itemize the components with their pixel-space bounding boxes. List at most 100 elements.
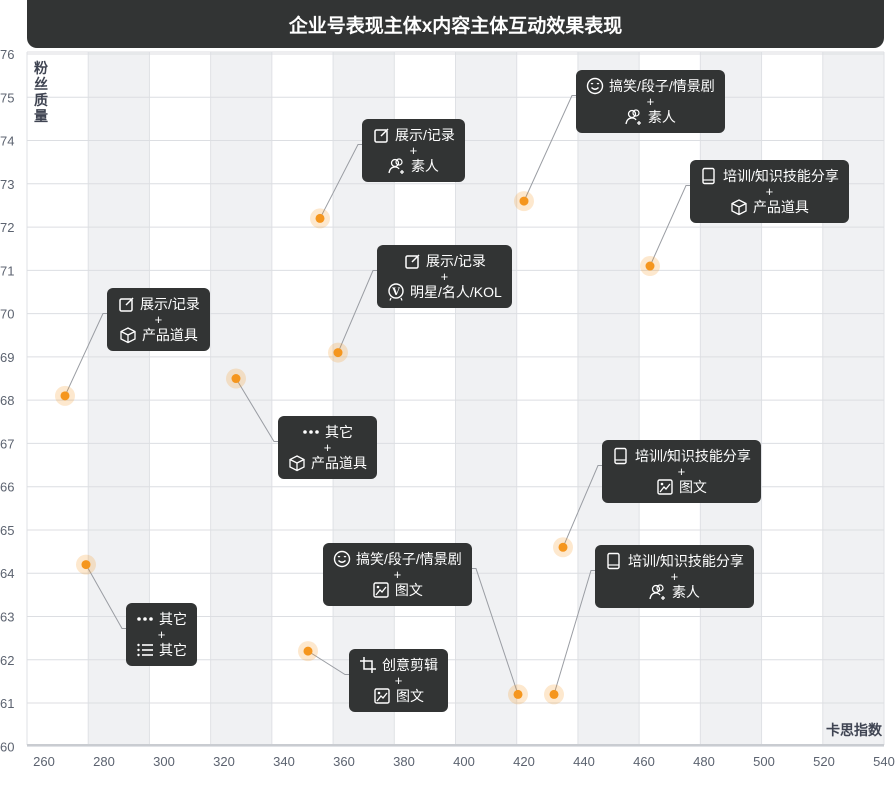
list-icon <box>137 643 153 657</box>
point-label: 培训/知识技能分享 + 素人 <box>595 545 754 608</box>
data-point[interactable] <box>549 689 559 699</box>
y-tick-label: 61 <box>0 696 14 711</box>
point-label: 其它 + 产品道具 <box>278 416 377 479</box>
user-plus-icon <box>649 584 665 600</box>
subject-type: 产品道具 <box>311 454 367 471</box>
leader-line <box>307 650 349 675</box>
plus-sign: + <box>646 94 655 109</box>
data-point[interactable] <box>231 374 241 384</box>
point-label: 创意剪辑 + 图文 <box>349 649 448 712</box>
data-point[interactable] <box>60 391 70 401</box>
x-axis-label: 卡思指数 <box>826 722 882 738</box>
leader-line <box>649 185 690 267</box>
point-label: 搞笑/段子/情景剧 + 素人 <box>576 70 725 133</box>
content-type: 培训/知识技能分享 <box>635 447 751 464</box>
data-point[interactable] <box>645 261 655 271</box>
box-icon <box>289 455 305 472</box>
image-icon <box>657 479 673 495</box>
plus-sign: + <box>440 269 449 284</box>
edit-icon <box>119 297 134 312</box>
grid-band <box>577 52 640 745</box>
x-tick-label: 300 <box>153 754 175 769</box>
content-type: 展示/记录 <box>425 252 486 269</box>
data-point[interactable] <box>519 196 529 206</box>
leader-line <box>562 465 602 548</box>
point-label: 展示/记录 + 产品道具 <box>107 288 210 351</box>
svg-text:V: V <box>391 287 400 298</box>
x-tick-label: 520 <box>813 754 835 769</box>
y-tick-label: 73 <box>0 177 14 192</box>
plus-sign: + <box>765 184 774 199</box>
y-tick-label: 66 <box>0 480 14 495</box>
plus-sign: + <box>393 567 402 582</box>
point-label: 培训/知识技能分享 + 图文 <box>602 440 761 503</box>
leader-line <box>553 570 595 695</box>
point-label: 展示/记录 + V 明星/名人/KOL <box>377 245 512 308</box>
leader-line <box>235 378 278 442</box>
x-tick-label: 260 <box>33 754 55 769</box>
more-dots-icon <box>137 617 153 621</box>
smile-icon <box>333 550 351 568</box>
content-type: 展示/记录 <box>140 295 200 312</box>
content-type: 展示/记录 <box>395 126 455 143</box>
data-point[interactable] <box>81 560 91 570</box>
y-tick-label: 65 <box>0 523 14 538</box>
grid-band <box>210 52 272 745</box>
point-label: 培训/知识技能分享 + 产品道具 <box>690 160 849 223</box>
subject-type: 图文 <box>678 478 707 495</box>
content-type: 创意剪辑 <box>382 656 438 673</box>
content-type: 搞笑/段子/情景剧 <box>356 550 462 567</box>
y-tick-label: 67 <box>0 436 14 451</box>
x-tick-label: 440 <box>573 754 595 769</box>
data-point[interactable] <box>333 348 343 358</box>
y-tick-label: 60 <box>0 739 14 754</box>
y-tick-label: 64 <box>0 566 14 581</box>
edit-icon <box>374 128 389 143</box>
plus-sign: + <box>394 673 403 688</box>
user-plus-icon <box>388 158 404 174</box>
leader-line <box>472 568 519 695</box>
data-point[interactable] <box>558 542 568 552</box>
x-tick-label: 460 <box>633 754 655 769</box>
grid-band <box>455 52 517 745</box>
plus-sign: + <box>157 627 166 642</box>
data-point[interactable] <box>513 689 523 699</box>
content-type: 培训/知识技能分享 <box>628 552 744 569</box>
y-axis-label: 粉丝质量 <box>34 60 48 124</box>
subject-type: 明星/名人/KOL <box>410 283 502 300</box>
data-point[interactable] <box>315 213 325 223</box>
y-tick-label: 62 <box>0 653 14 668</box>
data-point[interactable] <box>303 646 313 656</box>
x-tick-label: 480 <box>693 754 715 769</box>
book-icon <box>607 552 620 570</box>
leader-line <box>337 270 377 353</box>
x-tick-label: 500 <box>753 754 775 769</box>
more-dots-icon <box>303 430 319 434</box>
y-tick-label: 70 <box>0 307 14 322</box>
subject-type: 素人 <box>671 583 700 600</box>
plus-sign: + <box>323 440 332 455</box>
box-icon <box>731 199 747 216</box>
x-tick-label: 420 <box>513 754 535 769</box>
content-type: 搞笑/段子/情景剧 <box>609 77 715 94</box>
smile-icon <box>586 77 604 95</box>
box-icon <box>120 327 136 344</box>
edit-icon <box>405 254 420 269</box>
leader-line <box>523 95 576 202</box>
subject-type: 产品道具 <box>141 326 198 343</box>
content-type: 其它 <box>159 610 187 627</box>
grid-band <box>822 52 884 745</box>
plus-sign: + <box>670 569 679 584</box>
subject-type: 产品道具 <box>752 198 809 215</box>
content-type: 其它 <box>325 423 353 440</box>
user-plus-icon <box>625 109 641 125</box>
y-tick-label: 74 <box>0 134 14 149</box>
plus-sign: + <box>409 143 418 158</box>
y-tick-label: 63 <box>0 610 14 625</box>
x-tick-label: 540 <box>873 754 895 769</box>
x-tick-label: 320 <box>213 754 235 769</box>
x-tick-label: 280 <box>93 754 115 769</box>
leader-line <box>85 564 126 629</box>
y-tick-label: 76 <box>0 47 14 62</box>
